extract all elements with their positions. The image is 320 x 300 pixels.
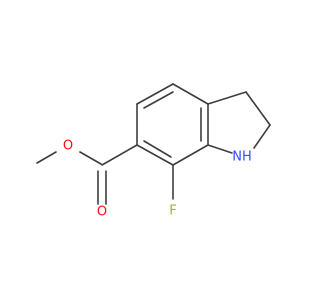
bond-ring-c7a-c7	[172, 144, 209, 166]
atom-fluorine: F	[169, 204, 176, 219]
bond-carbonyl-ring	[101, 144, 138, 166]
bond-oxygen-carbonyl-carbon	[79, 151, 102, 165]
molecule-drawing: O O F NH	[36, 83, 271, 220]
atom-amine: NH	[232, 150, 252, 165]
bond-c2-n1	[253, 124, 271, 149]
bond-ring-c4-c3a	[172, 83, 209, 105]
atom-oxygen-carbonyl: O	[97, 205, 107, 220]
bond-ring-c7-c6	[136, 144, 174, 166]
bond-aromatic-inner-1	[143, 91, 174, 109]
bond-aromatic-inner-3	[143, 140, 172, 158]
bond-c3-c2	[245, 91, 271, 126]
atom-oxygen-ether: O	[63, 139, 73, 154]
bond-ring-c5-c4	[136, 83, 174, 105]
structure-canvas: O O F NH	[36, 83, 271, 220]
bond-c3a-c3	[207, 91, 247, 105]
bond-n1-c7a	[207, 144, 233, 154]
bond-methyl-oxygen	[36, 151, 57, 164]
